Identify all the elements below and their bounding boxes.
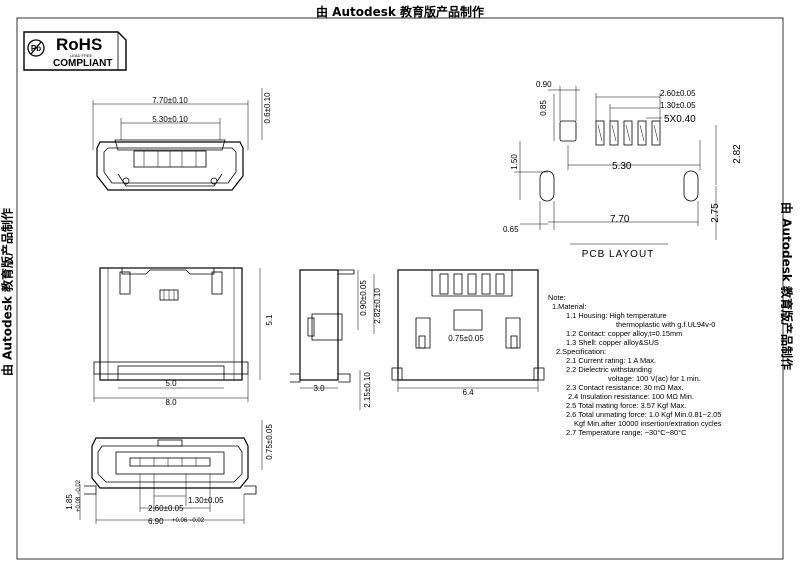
- note-line: 2.7 Temperature range: −30°C~80°C: [566, 428, 687, 437]
- pcb-pad-tab-left: [559, 120, 577, 142]
- bottom-view-dim-1.85-tol: +0.08 −0.02: [76, 479, 82, 512]
- rohs-sub-text: LEAD FREE: [70, 53, 93, 58]
- rohs-logo: Pb RoHS LEAD FREE COMPLIANT: [23, 31, 127, 71]
- note-line: 2.3 Contact resistance: 30 mΩ Max.: [566, 383, 684, 392]
- top-view-outer-width: 7.70±0.10: [152, 96, 188, 105]
- note-line: 1.3 Shell: copper alloy&SUS: [566, 338, 659, 347]
- pcb-dim-2.75: 2.75: [710, 203, 721, 223]
- note-line: Note:: [548, 293, 566, 302]
- pcb-dim-2.60: 2.60±0.05: [660, 89, 696, 98]
- side-view-dim-2.15: 2.15±0.10: [363, 372, 372, 408]
- sheet-border: [16, 17, 784, 560]
- pcb-dim-0.90: 0.90: [536, 80, 552, 89]
- side-view-dim-0.90: 0.90±0.05: [359, 280, 368, 316]
- note-line: 2.Specification:: [556, 347, 606, 356]
- pcb-dim-0.65: 0.65: [503, 225, 519, 234]
- rohs-bottom-text: COMPLIANT: [53, 58, 112, 69]
- note-line: 1.2 Contact: copper alloy,t=0.15mm: [566, 329, 682, 338]
- pcb-dim-1.30: 1.30±0.05: [660, 101, 696, 110]
- rohs-symbol-icon: [27, 39, 45, 57]
- top-view: 7.70±0.10 5.30±0.10 0.6±0.10: [92, 88, 272, 191]
- pcb-dim-1.50: 1.50: [510, 154, 519, 170]
- bottom-view: 0.75±0.05 1.85 +0.08 −0.02 1.30±0.05 2.6…: [65, 420, 274, 526]
- bottom-view-dim-6.90: 6.90: [148, 517, 164, 526]
- top-view-inner-width: 5.30±0.10: [152, 115, 188, 124]
- pcb-slot-left: [539, 170, 555, 202]
- note-line: 2.1 Current rating: 1 A Max.: [566, 356, 656, 365]
- banner-top: 由 Autodesk 教育版产品制作: [315, 5, 485, 19]
- bottom-view-dim-0.75: 0.75±0.05: [265, 424, 274, 460]
- rohs-main-text: RoHS: [56, 35, 102, 54]
- pcb-dim-0.85: 0.85: [539, 100, 548, 116]
- pcb-dim-2.82: 2.82: [732, 144, 743, 164]
- front-view-height: 5.1: [265, 314, 274, 326]
- pcb-slot-right: [683, 170, 699, 202]
- note-line: 1.1 Housing: High temperature: [566, 311, 667, 320]
- pcb-dim-7.70: 7.70: [610, 214, 630, 225]
- pcb-dim-pitch: 5X0.40: [664, 114, 696, 125]
- side-view: 0.90±0.05 2.82±0.10 3.0 2.15±0.10: [290, 269, 382, 410]
- back-view: 0.75±0.05 6.4: [391, 269, 545, 397]
- back-view-width: 6.4: [462, 388, 474, 397]
- side-view-dim-2.82: 2.82±0.10: [373, 288, 382, 324]
- note-line: Kgf Min.after 10000 insertion/extration …: [574, 419, 722, 428]
- back-view-dim-0.75: 0.75±0.05: [448, 334, 484, 343]
- side-view-width: 3.0: [313, 384, 325, 393]
- pcb-layout-title: PCB LAYOUT: [582, 249, 655, 260]
- top-view-depth: 0.6±0.10: [263, 92, 272, 124]
- pcb-layout: 0.90 0.85 2.60±0.05 1.30±0.05 5X0.40 1.5…: [503, 80, 743, 260]
- note-line: 2.5 Total mating force: 3.57 Kgf Max.: [566, 401, 686, 410]
- note-line: thermoplastic with g.f.UL94v-0: [616, 320, 715, 329]
- front-view: 5.1 5.0 8.0: [93, 267, 274, 407]
- bottom-view-dim-1.85: 1.85: [65, 494, 74, 510]
- bottom-view-dim-2.60: 2.60±0.05: [148, 504, 184, 513]
- bottom-view-dim-1.30: 1.30±0.05: [188, 496, 224, 505]
- note-line: 1.Material:: [552, 302, 587, 311]
- notes-block: Note: 1.Material: 1.1 Housing: High temp…: [548, 293, 722, 437]
- svg-text:Pb: Pb: [31, 44, 41, 53]
- note-line: 2.6 Total unmating force: 1.0 Kgf Min.0.…: [566, 410, 721, 419]
- note-line: voltage: 100 V(ac) for 1 min.: [608, 374, 701, 383]
- pcb-dim-5.30: 5.30: [612, 161, 632, 172]
- note-line: 2.2 Dielectric withstanding: [566, 365, 652, 374]
- bottom-view-dim-6.90-tol: +0.06 −0.02: [172, 518, 205, 524]
- front-view-inner-width: 5.0: [165, 379, 177, 388]
- note-line: 2.4 Insulation resistance: 100 MΩ Min.: [568, 392, 694, 401]
- front-view-outer-width: 8.0: [165, 398, 177, 407]
